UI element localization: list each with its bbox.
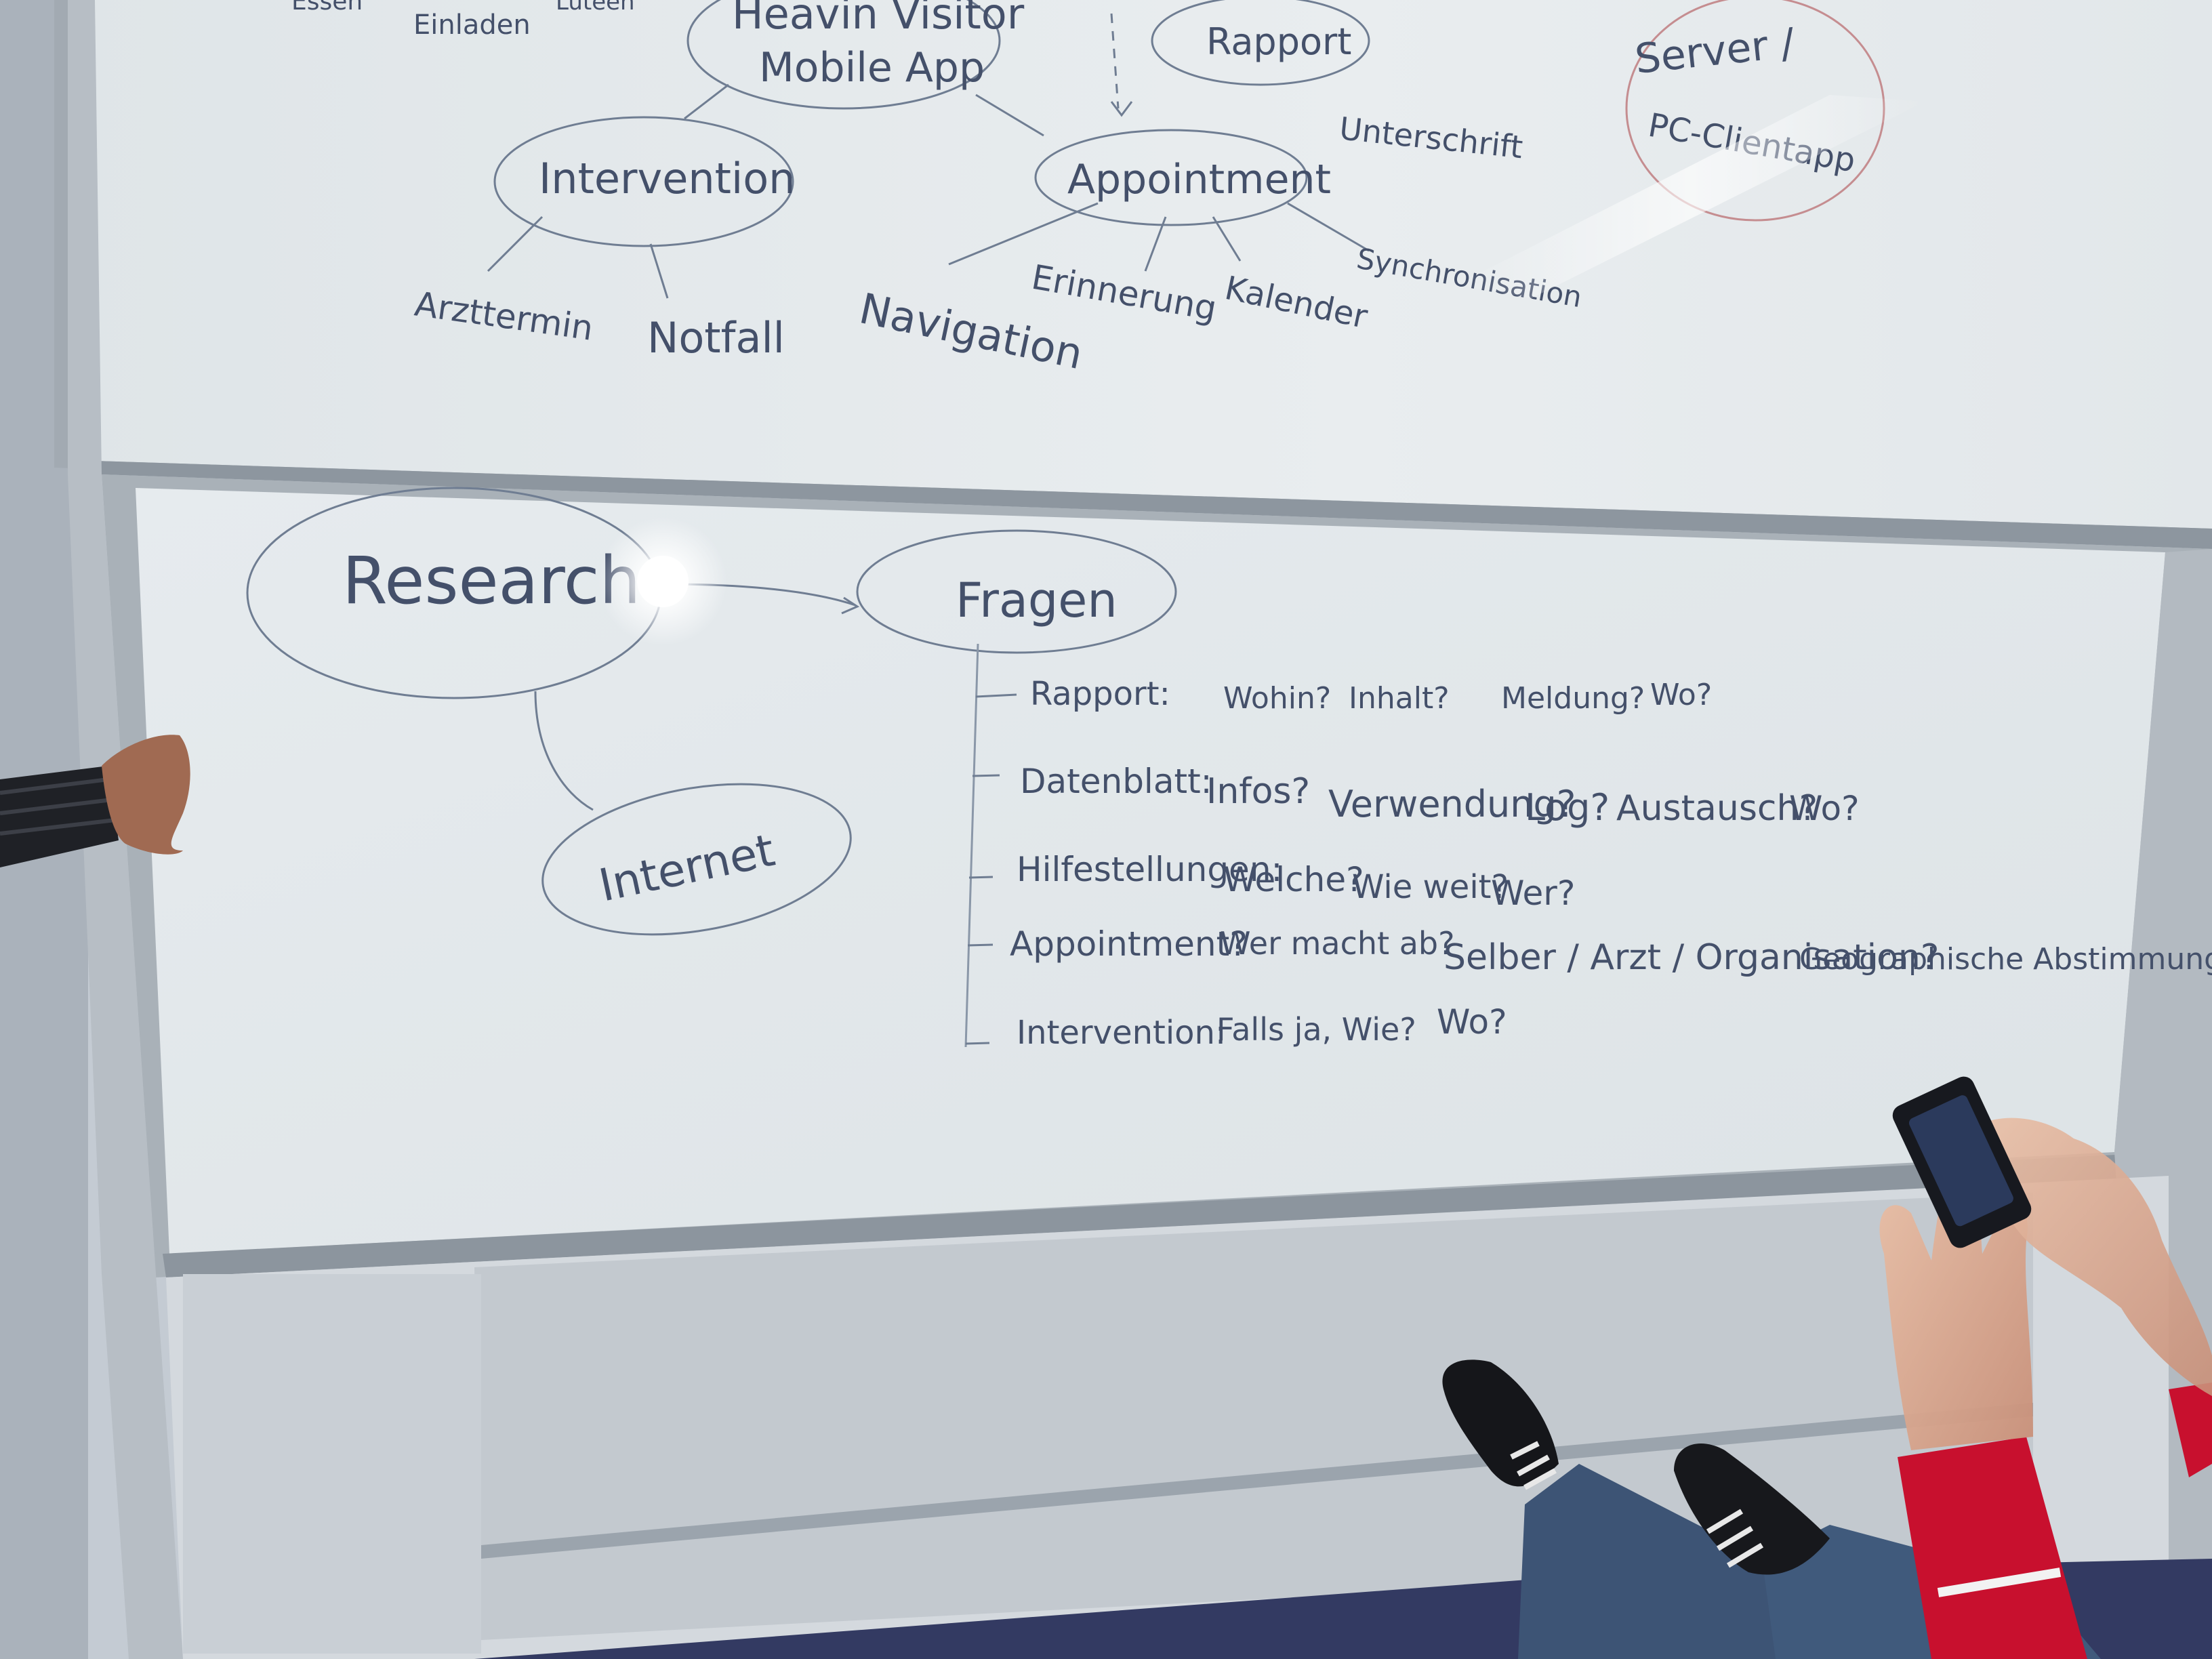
left-hand — [102, 735, 190, 855]
question-item: Inhalt? — [1349, 681, 1450, 716]
question-item: Wohin? — [1223, 681, 1331, 716]
seated-person-arm — [1898, 1382, 2212, 1659]
lower-board-tray — [163, 1152, 2172, 1277]
question-label: Rapport: — [1030, 675, 1170, 713]
left-panel — [183, 1274, 481, 1654]
question-item: Wer macht ab? — [1220, 925, 1455, 962]
lower-board-text: Research Internet Fragen Rapport: Wohin?… — [342, 543, 2212, 1052]
question-item: Wo? — [1789, 789, 1860, 828]
left-hand-upper — [1979, 1118, 2212, 1396]
upper-glare-streak — [1457, 95, 1925, 298]
left-shoe — [1442, 1359, 1559, 1487]
question-row-intervention: Intervention: Falls ja, Wie? Wo? — [1017, 1002, 1507, 1052]
right-hand — [1879, 1166, 2033, 1450]
question-item: Wo? — [1650, 678, 1712, 712]
question-row-datenblatt: Datenblatt: Infos? Verwendung? Log? Aust… — [1020, 762, 1860, 829]
lower-panel-rail — [481, 1403, 2033, 1559]
upper-board-tray — [95, 461, 2212, 549]
question-label: Intervention: — [1017, 1014, 1226, 1052]
question-item: Wer? — [1491, 874, 1575, 913]
left-person-arm — [0, 735, 190, 867]
center-node-line1: Heavin Visitor — [732, 0, 1025, 39]
upper-board — [68, 0, 2212, 529]
phone-hands — [1879, 1076, 2212, 1450]
question-row-appointment: Appointment? Wer macht ab? Selber / Arzt… — [1010, 924, 2212, 978]
lower-board — [136, 488, 2165, 1254]
lower-board-shapes — [246, 487, 1177, 1048]
question-row-rapport: Rapport: Wohin? Inhalt? Meldung? Wo? — [1030, 675, 1712, 716]
question-item: Falls ja, Wie? — [1216, 1011, 1416, 1048]
intervention-node: Intervention — [539, 154, 795, 203]
question-label: Hilfestellungen: — [1017, 850, 1282, 889]
question-item: Wie weit? — [1352, 868, 1509, 906]
scribble-einladen: Einladen — [413, 9, 531, 41]
appointment-node: Appointment — [1067, 156, 1331, 203]
question-item: Austausch? — [1616, 788, 1818, 829]
flash-core — [637, 556, 689, 607]
fragen-node: Fragen — [956, 573, 1118, 628]
question-label: Appointment? — [1010, 924, 1248, 964]
question-item: Infos? — [1206, 771, 1310, 812]
question-item: Meldung? — [1501, 681, 1645, 716]
scribble-luteen: Luteen — [556, 0, 635, 16]
research-node: Research — [342, 543, 640, 619]
question-item: Wo? — [1437, 1002, 1507, 1042]
question-item: Verwendung? — [1328, 783, 1576, 825]
scribble-essen: Essen — [291, 0, 363, 16]
question-row-hilfestellungen: Hilfestellungen: Welche? Wie weit? Wer? — [1017, 850, 1575, 913]
question-item: Log? — [1525, 786, 1610, 829]
question-label: Datenblatt: — [1020, 762, 1212, 801]
right-shoe — [1674, 1443, 1830, 1575]
rapport-node: Rapport — [1206, 20, 1351, 63]
question-item: Geographische Abstimmung? — [1799, 942, 2212, 977]
question-item: Selber / Arzt / Organisation? — [1443, 937, 1939, 978]
notfall-label: Notfall — [647, 313, 785, 363]
question-item: Welche? — [1223, 860, 1364, 899]
center-node-line2: Mobile App — [759, 44, 985, 91]
